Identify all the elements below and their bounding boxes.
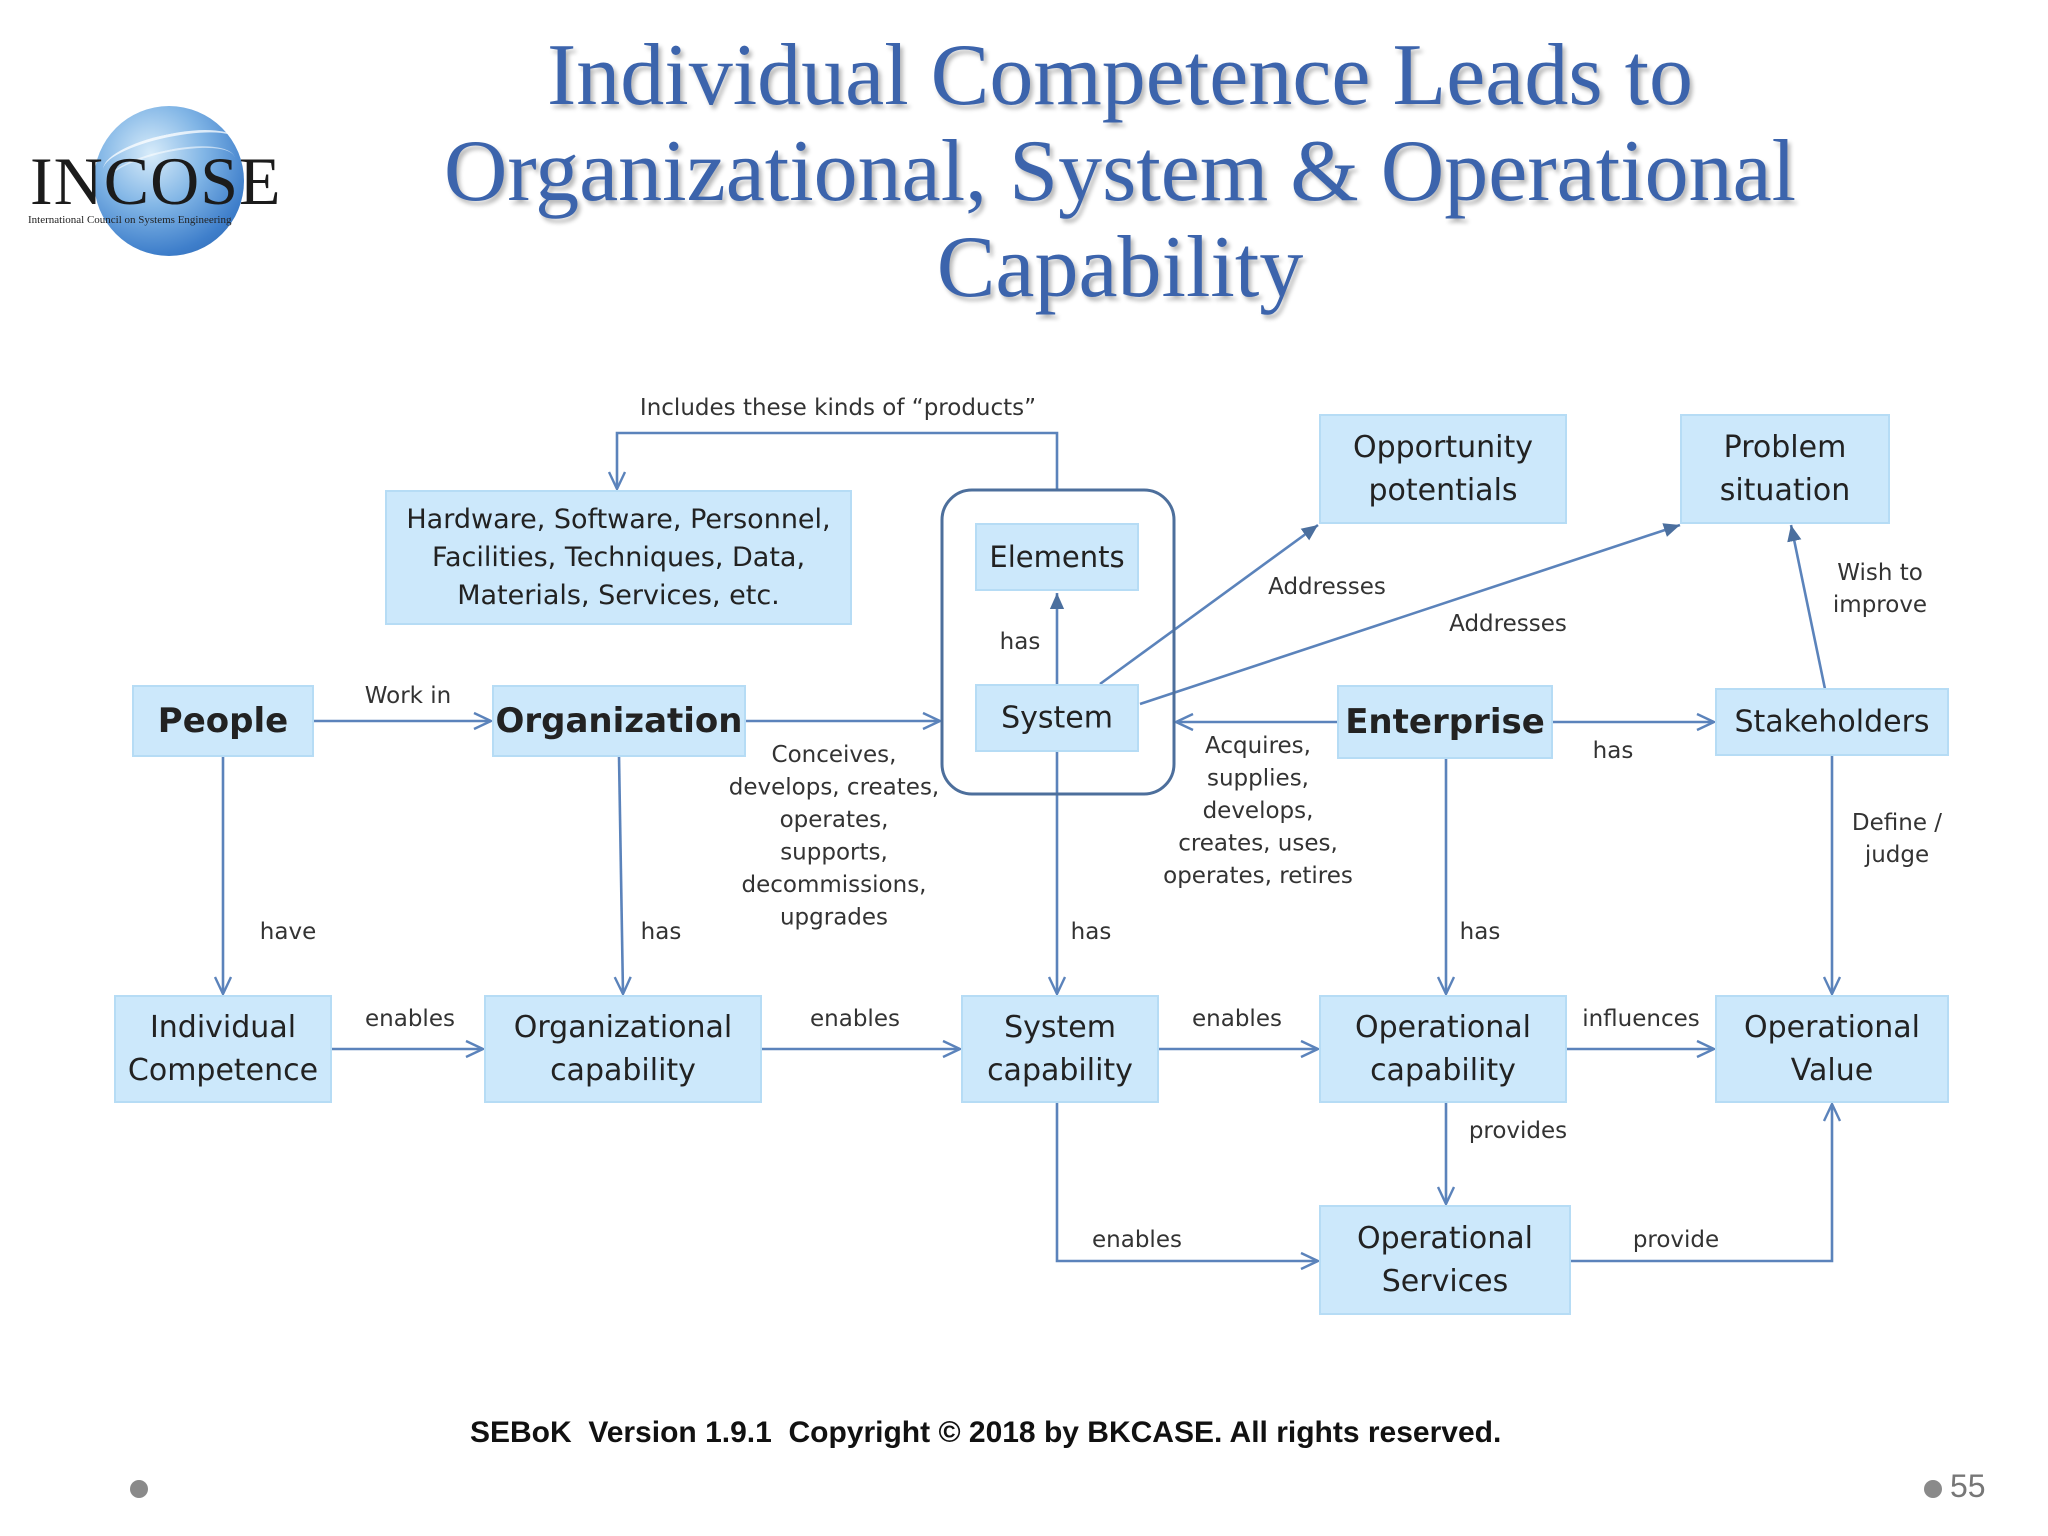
edge-label-have: have	[260, 919, 316, 945]
logo-wordmark: INCOSE	[30, 143, 282, 219]
edge-label-sys-has: has	[1071, 919, 1112, 945]
edge-enables-4	[1055, 1102, 1318, 1261]
node-stakeholders: Stakeholders	[1715, 688, 1949, 756]
node-box	[132, 685, 314, 757]
node-elements: Elements	[975, 523, 1139, 591]
edge-label-influences: influences	[1582, 1006, 1700, 1032]
node-box	[975, 684, 1139, 752]
node-label: System	[1001, 701, 1113, 736]
node-label: People	[158, 701, 288, 741]
edge-provide	[1570, 1104, 1832, 1263]
node-box	[1680, 414, 1890, 524]
edge-label-enables-4: enables	[1092, 1227, 1182, 1253]
edge-label-provide: provide	[1633, 1227, 1719, 1253]
slide-bullet-left	[130, 1480, 148, 1498]
edge-label-define: Define /judge	[1852, 810, 1942, 868]
edge-label-enables-2: enables	[810, 1006, 900, 1032]
node-label: Organization	[495, 701, 742, 741]
edge-label-enables-3: enables	[1192, 1006, 1282, 1032]
node-box	[1319, 995, 1567, 1103]
node-box	[1319, 1205, 1571, 1315]
edge-label-addresses-1: Addresses	[1268, 574, 1386, 600]
edge-addresses-1	[1099, 523, 1319, 686]
slide-title: Individual Competence Leads to Organizat…	[300, 28, 1940, 316]
node-box	[961, 995, 1159, 1103]
edge-label-acquires: Acquires,supplies,develops,creates, uses…	[1163, 733, 1353, 889]
node-box	[484, 995, 762, 1103]
edge-label-has-elements: has	[1000, 629, 1041, 655]
title-line-1: Individual Competence Leads to	[546, 27, 1694, 124]
title-line-3: Capability	[936, 219, 1304, 316]
edge-org-has	[619, 755, 623, 994]
edge-label-addresses-2: Addresses	[1449, 611, 1567, 637]
node-organization: Organization	[492, 685, 746, 757]
node-box	[1337, 685, 1553, 759]
page-number: 55	[1950, 1468, 1986, 1504]
node-box	[975, 523, 1139, 591]
node-people: People	[132, 685, 314, 757]
node-box	[385, 490, 852, 625]
edge-addresses-2	[1139, 523, 1681, 706]
system-boundary	[940, 488, 1176, 796]
incose-logo: INCOSE International Council on Systems …	[24, 100, 281, 260]
node-box	[1319, 414, 1567, 524]
edge-label-work-in: Work in	[365, 683, 452, 709]
node-box	[114, 995, 332, 1103]
node-label: Hardware, Software, Personnel,Facilities…	[406, 504, 830, 611]
node-label: Enterprise	[1345, 702, 1545, 742]
edge-label-provides: provides	[1469, 1118, 1567, 1144]
edge-label-ent-has: has	[1593, 738, 1634, 764]
node-system: System	[975, 684, 1139, 752]
edge-label-conceives: Conceives,develops, creates,operates,sup…	[729, 742, 939, 931]
globe-icon	[94, 106, 244, 256]
node-products: Hardware, Software, Personnel,Facilities…	[385, 490, 852, 625]
edge-includes	[617, 431, 1059, 490]
logo-subtitle: International Council on Systems Enginee…	[28, 214, 232, 226]
node-label: Stakeholders	[1734, 705, 1929, 740]
node-enterprise: Enterprise	[1337, 685, 1553, 759]
edge-wish	[1787, 524, 1827, 690]
node-box	[492, 685, 746, 757]
slide-bullet-right	[1924, 1480, 1942, 1498]
edge-label-ent-has-cap: has	[1460, 919, 1501, 945]
title-line-2: Organizational, System & Operational	[443, 123, 1797, 220]
copyright-footer: SEBoK Version 1.9.1 Copyright © 2018 by …	[470, 1416, 1502, 1449]
edge-label-includes: Includes these kinds of “products”	[640, 395, 1036, 421]
edge-label-org-has: has	[641, 919, 682, 945]
node-box	[1715, 995, 1949, 1103]
node-label: Elements	[989, 540, 1124, 574]
edge-label-enables-1: enables	[365, 1006, 455, 1032]
node-box	[1715, 688, 1949, 756]
